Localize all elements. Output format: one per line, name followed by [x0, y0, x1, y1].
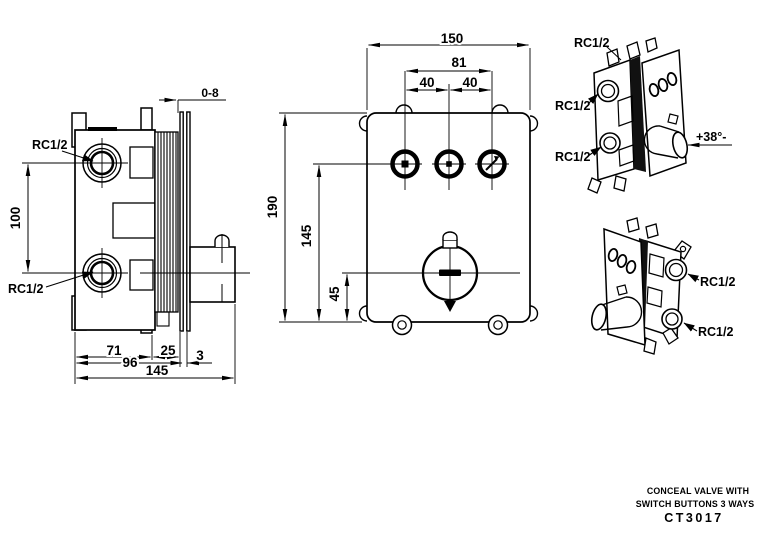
dim-lines-bottom — [74, 304, 236, 384]
dim-71-label: 71 — [106, 343, 122, 358]
dim-40-left-label: 40 — [419, 75, 434, 90]
iso-top-port-label-2: RC1/2 — [555, 99, 590, 113]
iso-top-port-label-3: RC1/2 — [555, 150, 590, 164]
iso-bottom-port-label-2: RC1/2 — [698, 325, 733, 339]
front-dim-lines — [279, 42, 531, 323]
front-view — [279, 42, 539, 336]
switch-button-3 — [475, 71, 509, 190]
dim-3-label: 3 — [196, 348, 204, 363]
temperature-dial — [342, 231, 520, 312]
iso-bottom-knob — [590, 284, 643, 331]
dim-145-label: 145 — [299, 224, 314, 247]
product-title-line1: CONCEAL VALVE WITH — [647, 486, 749, 496]
dim-96-label: 96 — [122, 355, 138, 370]
dim-wall-gap-label: 0-8 — [201, 86, 219, 100]
side-view — [22, 97, 250, 384]
inlet-port-top — [22, 138, 128, 188]
switch-button-2 — [432, 84, 466, 190]
title-block: CONCEAL VALVE WITH SWITCH BUTTONS 3 WAYS… — [636, 486, 755, 525]
port-label-top: RC1/2 — [32, 138, 67, 152]
dim-wall-gap — [159, 97, 226, 113]
dim-40-right-label: 40 — [462, 75, 477, 90]
temperature-label: +38°- — [696, 130, 726, 144]
dim-25-label: 25 — [160, 343, 176, 358]
dim-190-label: 190 — [265, 196, 280, 219]
iso-top-port-label-1: RC1/2 — [574, 36, 609, 50]
valve-body-side — [74, 129, 156, 331]
wall-plate — [179, 111, 191, 332]
knob-side — [140, 234, 250, 303]
iso-view-top — [587, 37, 732, 194]
dim-145-depth-label: 145 — [146, 363, 169, 378]
iso-bottom-port-label-1: RC1/2 — [700, 275, 735, 289]
dim-100-label: 100 — [8, 207, 23, 230]
iso-view-bottom — [590, 217, 700, 355]
dim-150-label: 150 — [441, 31, 464, 46]
model-number: CT3017 — [664, 511, 723, 525]
bottom-grommets — [391, 314, 509, 336]
dim-81-label: 81 — [451, 55, 467, 70]
iso-top-knob — [643, 113, 689, 159]
port-label-bottom: RC1/2 — [8, 282, 43, 296]
switch-button-1 — [388, 71, 422, 190]
ribbed-flange — [154, 131, 179, 327]
product-title-line2: SWITCH BUTTONS 3 WAYS — [636, 499, 755, 509]
dim-45-label: 45 — [327, 286, 342, 302]
